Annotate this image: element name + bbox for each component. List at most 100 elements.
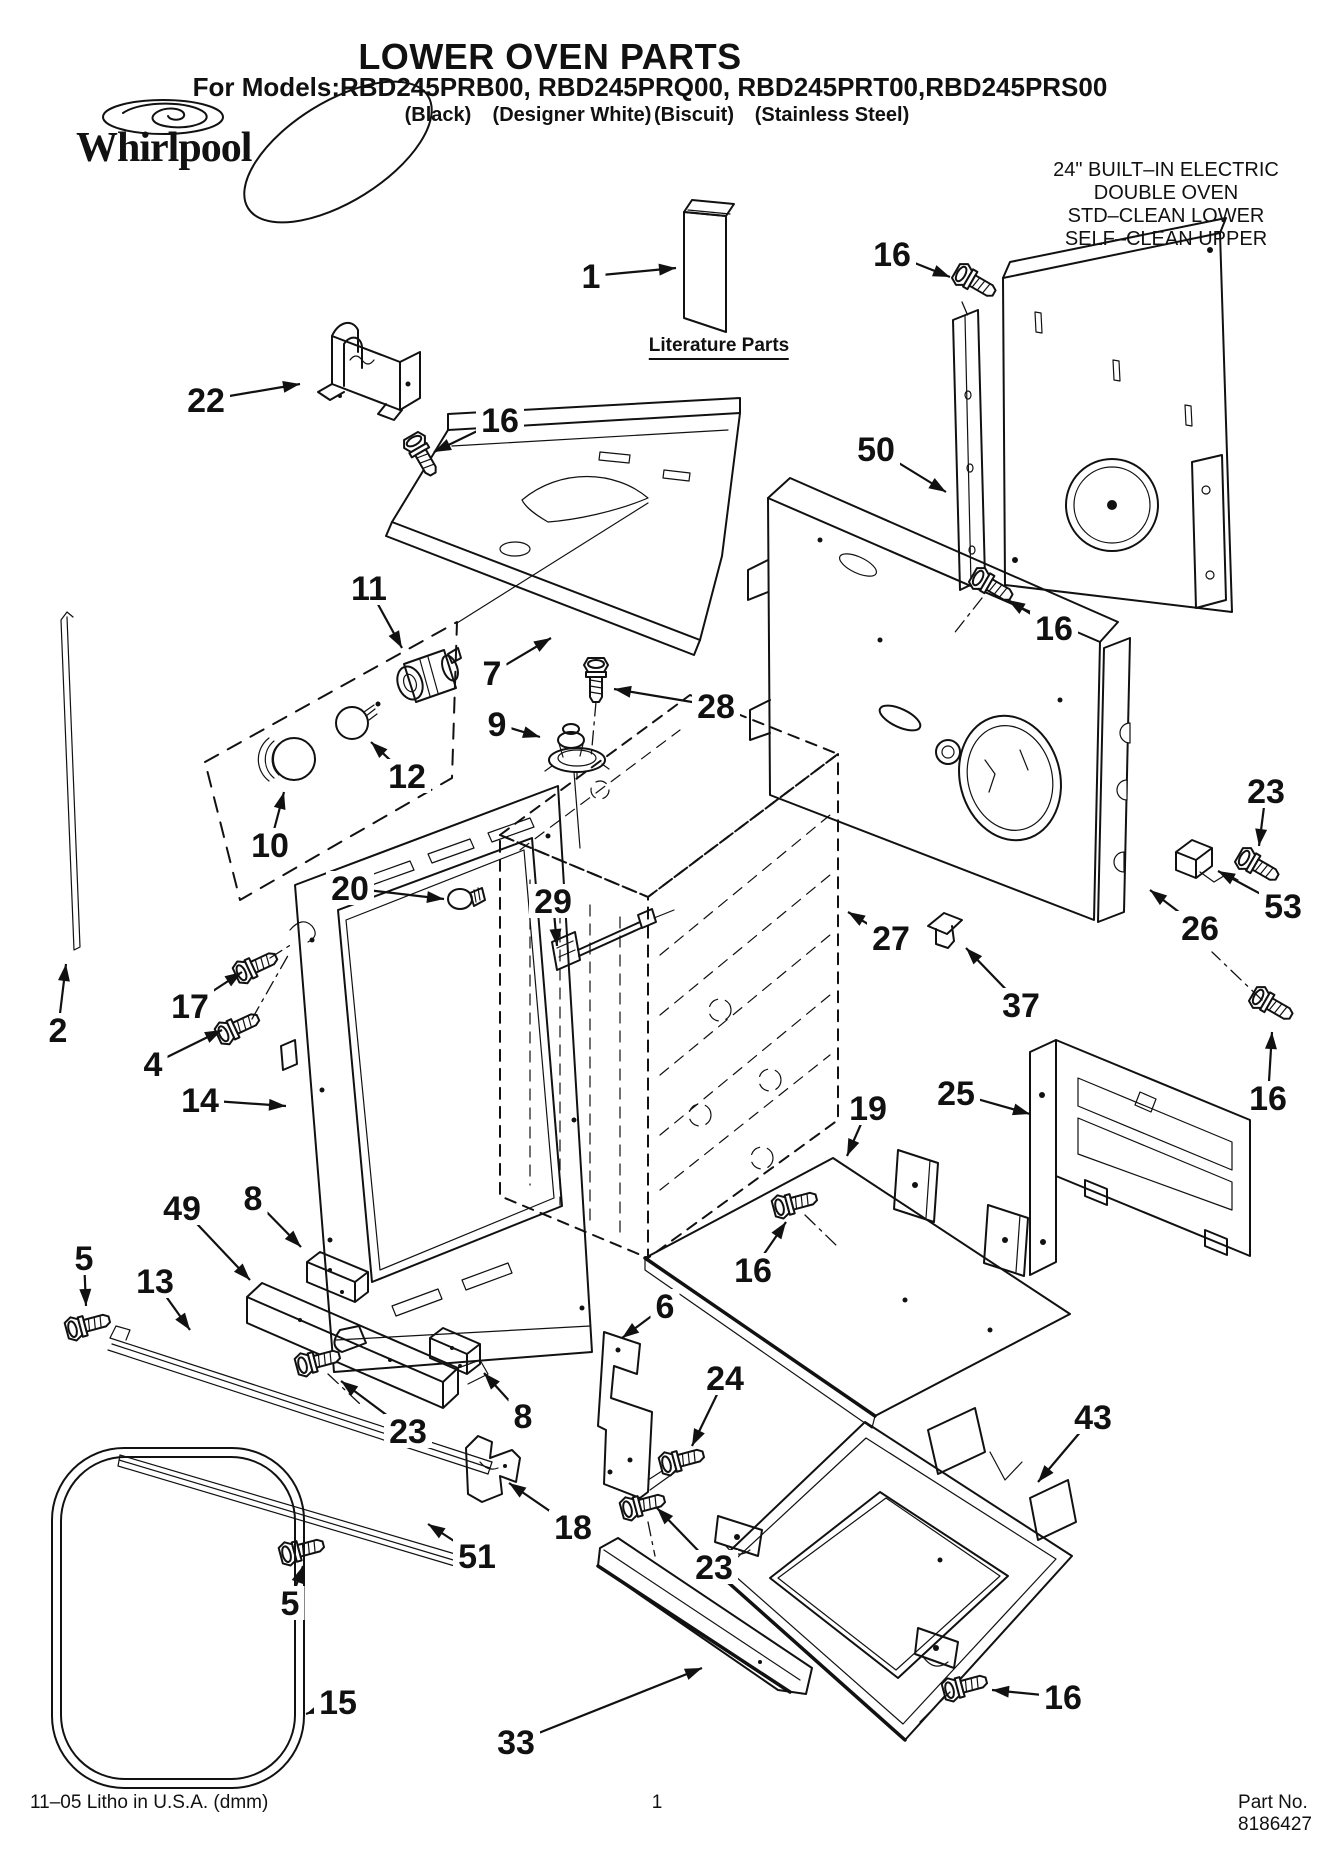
part-number-label: 5 xyxy=(281,1585,300,1623)
part-callout-16: 16 xyxy=(729,1221,787,1290)
part-number-label: 15 xyxy=(319,1684,357,1722)
part-number-label: 53 xyxy=(1264,888,1302,926)
leader-arrowhead-icon xyxy=(771,1222,786,1240)
part-number-label: 24 xyxy=(706,1360,744,1398)
oven-spec-block: 24" BUILT–IN ELECTRIC DOUBLE OVEN STD–CL… xyxy=(1053,159,1279,251)
support-bar-drawing xyxy=(246,1282,489,1409)
part-number-label: 33 xyxy=(497,1724,535,1762)
part-number-label: 8 xyxy=(514,1398,533,1436)
part-callout-9: 9 xyxy=(482,706,541,744)
whirlpool-logo-text: Whirlpool xyxy=(76,125,252,171)
part-callout-19: 19 xyxy=(844,1090,892,1157)
leader-arrowhead-icon xyxy=(521,726,540,738)
part-callout-25: 25 xyxy=(932,1075,1031,1116)
footer-part-number: Part No. 8186427 xyxy=(1238,1792,1312,1835)
part-number-label: 29 xyxy=(534,883,572,921)
part-callout-27: 27 xyxy=(847,911,915,958)
leader-arrowhead-icon xyxy=(1264,1032,1277,1050)
part-callout-16: 16 xyxy=(1007,599,1078,648)
part-callout-22: 22 xyxy=(182,380,301,420)
part-number-label: 9 xyxy=(488,706,507,744)
leader-arrowhead-icon xyxy=(657,1508,674,1525)
part-number-label: 14 xyxy=(181,1082,219,1120)
leader-arrowhead-icon xyxy=(268,1098,286,1111)
literature-parts-label: Literature Parts xyxy=(648,335,790,360)
whirlpool-logo xyxy=(102,80,433,224)
page-title: LOWER OVEN PARTS xyxy=(358,36,742,77)
hole-plug-drawing xyxy=(447,887,486,910)
leader-arrowhead-icon xyxy=(273,792,286,810)
leader-arrowhead-icon xyxy=(658,263,676,276)
part-callout-26: 26 xyxy=(1149,889,1224,948)
part-callout-17: 17 xyxy=(166,971,243,1026)
leader-arrowhead-icon xyxy=(683,1668,702,1680)
leader-arrowhead-icon xyxy=(79,1288,92,1306)
color-label-biscuit: (Biscuit) xyxy=(654,104,734,126)
door-gasket-drawing xyxy=(51,1447,305,1789)
part-number-label: 5 xyxy=(75,1240,94,1278)
part-callout-23: 23 xyxy=(340,1380,432,1451)
leader-arrowhead-icon xyxy=(175,1312,190,1330)
front-frame-drawing xyxy=(280,785,593,1373)
leader-arrowhead-icon xyxy=(533,638,551,652)
part-number-label: 50 xyxy=(857,431,895,469)
trim-strip-drawing xyxy=(60,611,81,951)
lamp-assembly-drawing xyxy=(204,621,462,901)
part-number-label: 1 xyxy=(582,258,601,296)
part-callout-6: 6 xyxy=(621,1288,680,1339)
leader-arrowhead-icon xyxy=(428,1524,446,1539)
leader-arrowhead-icon xyxy=(434,439,452,452)
leader-arrowhead-icon xyxy=(57,964,70,982)
part-callout-12: 12 xyxy=(370,741,431,796)
color-label-black: (Black) xyxy=(404,104,472,126)
part-callout-16: 16 xyxy=(433,402,524,453)
part-number-label: 4 xyxy=(144,1046,163,1084)
part-number-label: 17 xyxy=(171,988,209,1026)
part-callout-7: 7 xyxy=(477,637,552,693)
part-number-label: 8 xyxy=(244,1180,263,1218)
terminal-clip-drawing xyxy=(1175,839,1239,883)
part-callout-11: 11 xyxy=(345,570,403,649)
part-number-label: 16 xyxy=(1044,1679,1082,1717)
part-callout-20: 20 xyxy=(326,870,445,908)
part-callout-5: 5 xyxy=(275,1565,305,1623)
part-number-label: 23 xyxy=(1247,773,1285,811)
part-number-label: 23 xyxy=(695,1549,733,1587)
part-callout-37: 37 xyxy=(965,947,1045,1025)
part-callout-14: 14 xyxy=(176,1082,287,1120)
logo-ellipse xyxy=(243,80,433,224)
part-callout-13: 13 xyxy=(131,1263,191,1331)
leader-arrowhead-icon xyxy=(1038,1465,1054,1482)
leader-arrowhead-icon xyxy=(204,1030,222,1043)
part-callout-5: 5 xyxy=(69,1240,99,1307)
part-number-label: 7 xyxy=(483,655,502,693)
rear-lower-panel-drawing xyxy=(1029,1039,1251,1276)
part-number-label: 10 xyxy=(251,827,289,865)
part-callout-33: 33 xyxy=(492,1666,703,1762)
spec-line: 24" BUILT–IN ELECTRIC xyxy=(1053,159,1279,181)
spec-line: DOUBLE OVEN xyxy=(1093,182,1239,204)
part-number-label: 16 xyxy=(481,402,519,440)
leader-arrowhead-icon xyxy=(1012,1103,1030,1116)
color-label-designer-white: (Designer White) xyxy=(492,104,652,126)
leader-arrowhead-icon xyxy=(692,1428,705,1446)
part-number-label: 2 xyxy=(49,1012,68,1050)
part-number-label: 26 xyxy=(1181,910,1219,948)
literature-booklet-drawing xyxy=(683,199,735,333)
part-callout-50: 50 xyxy=(852,431,947,493)
part-callout-8: 8 xyxy=(238,1180,302,1248)
part-callout-51: 51 xyxy=(427,1523,501,1576)
part-number-label: 37 xyxy=(1002,987,1040,1025)
leader-arrowhead-icon xyxy=(291,1566,304,1585)
part-callout-53: 53 xyxy=(1217,870,1307,926)
part-number-label: 51 xyxy=(458,1538,496,1576)
top-panel-drawing xyxy=(385,397,741,656)
leader-arrowhead-icon xyxy=(371,742,388,759)
part-callout-8: 8 xyxy=(483,1372,538,1436)
footer-litho: 11–05 Litho in U.S.A. (dmm) xyxy=(30,1792,269,1813)
part-number-label: 16 xyxy=(1249,1080,1287,1118)
leader-arrowhead-icon xyxy=(282,380,300,393)
part-callout-16: 16 xyxy=(868,236,951,279)
